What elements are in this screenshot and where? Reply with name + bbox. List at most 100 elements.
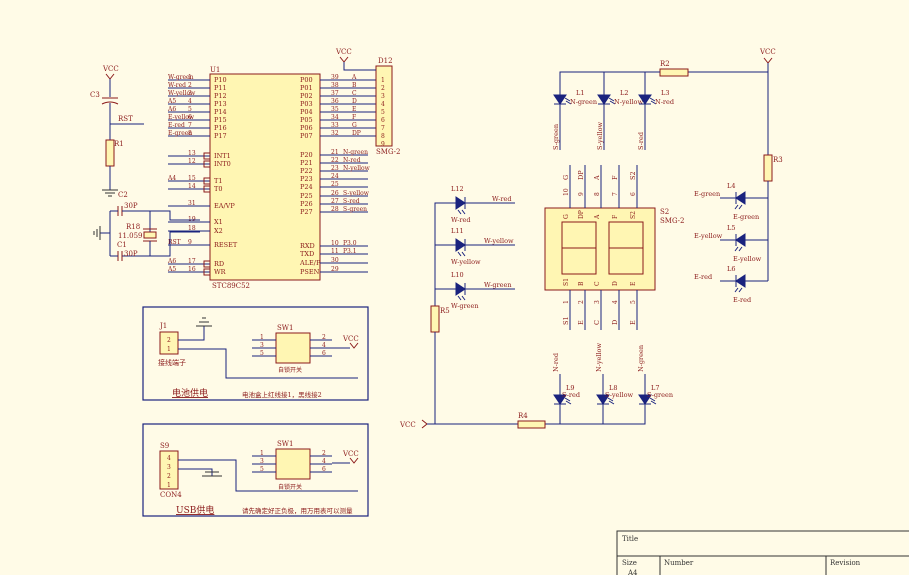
east-led-label: E-red — [733, 296, 751, 304]
mcu-right-pin-num: 26 — [331, 190, 339, 197]
d12-pin-num: 6 — [381, 117, 385, 124]
mcu-right-pin-name: TXD — [300, 250, 314, 258]
mcu-pin-box — [203, 177, 211, 185]
reset-vcc-label: VCC — [102, 65, 119, 73]
r2-ref: R2 — [660, 60, 670, 68]
west-led-net: W-yellow — [484, 237, 514, 245]
mcu-left-pin-num: 3 — [188, 90, 192, 97]
display-top-pin-num: 9 — [578, 192, 585, 196]
mcu-right-pin-num: 23 — [331, 165, 339, 172]
switch-pin-right: 4 — [322, 458, 326, 465]
display-bot-inner: S1 — [563, 278, 570, 286]
display-top-pin-net: S2 — [629, 171, 637, 180]
mcu-right-pin-net: S-green — [343, 206, 367, 213]
mcu-pin-box — [203, 260, 211, 268]
mcu-right-pin-num: 10 — [331, 240, 339, 247]
mcu-left-pin-net: A4 — [167, 175, 176, 182]
mcu-left-pin-name: P10 — [214, 76, 227, 84]
led-triangle — [596, 394, 610, 405]
mcu-left-pin-num: 4 — [188, 98, 192, 105]
mcu-left-pin-net: A6 — [167, 258, 176, 265]
north-led-ref: L3 — [661, 89, 669, 97]
display-s2: S2 SMG-2 10GG9DPDP8AA7FF6S2S21S1S12EB3CC… — [544, 165, 685, 330]
title-label: Title — [622, 535, 638, 543]
south-led-label: S-red — [562, 391, 580, 399]
mcu-right-pin-name: P01 — [300, 84, 313, 92]
mcu-left-pin-num: 17 — [188, 258, 196, 265]
xtal-body — [143, 231, 157, 239]
north-led-net: S-red — [637, 132, 645, 150]
d12-pin-num: 7 — [381, 125, 385, 132]
j1-label: 接线端子 — [158, 358, 186, 367]
reset-vcc-arrow — [105, 73, 115, 80]
display-bot-pin-net: E — [629, 320, 637, 325]
led-rays — [649, 397, 657, 405]
west-led-label: W-green — [451, 302, 479, 310]
switch-pin-left: 5 — [260, 466, 264, 473]
sw1-body-a — [275, 332, 311, 364]
mcu-left-pin-name: X1 — [214, 218, 223, 226]
mcu-right-pin-name: P00 — [300, 76, 313, 84]
mcu-right-pin-num: 25 — [331, 181, 339, 188]
mcu-right-pin-num: 22 — [331, 157, 339, 164]
mcu-left-pin-name: RESET — [214, 241, 238, 249]
display-top-pin-num: 6 — [630, 192, 637, 196]
led-rays — [564, 97, 572, 105]
switch-pin-right: 6 — [322, 466, 326, 473]
mcu-pin-box — [203, 160, 211, 168]
mcu-right-pin-num: 29 — [331, 266, 339, 273]
mcu-right-pin-num: 28 — [331, 206, 339, 213]
mcu-right-pin-num: 38 — [331, 82, 339, 89]
south-leds: N-redL9S-redN-yellowL8S-yellowN-greenL7S… — [399, 343, 673, 429]
mcu-right-pin-num: 33 — [331, 122, 339, 129]
mcu-right-pin-name: P26 — [300, 200, 313, 208]
d12-pin-num: 1 — [381, 77, 385, 84]
display-top-pin-num: 10 — [563, 188, 570, 196]
battery-vcc-label: VCC — [342, 335, 359, 343]
north-led-net: S-yellow — [596, 122, 604, 150]
display-top-inner: A — [594, 214, 601, 220]
display-top-pin-net: DP — [577, 170, 585, 180]
revision-label: Revision — [830, 559, 861, 567]
north-led-label: N-red — [655, 98, 674, 106]
led-triangle — [638, 394, 652, 405]
r5-ref: R5 — [440, 307, 450, 315]
east-led-net: E-red — [694, 273, 712, 281]
mcu-left-pin-net: E-yellow — [168, 114, 195, 121]
mcu-right-pin-net: P3.1 — [343, 248, 357, 255]
display-ref: S2 — [660, 208, 669, 216]
south-led-ref: L7 — [651, 384, 659, 392]
mcu-right-pin-num: 30 — [331, 257, 339, 264]
mcu-pin-box — [203, 268, 211, 276]
sw1-body-b — [275, 448, 311, 480]
east-led-net: E-green — [694, 190, 720, 198]
switch-pin-left: 5 — [260, 350, 264, 357]
mcu-right-pin-net: DP — [352, 130, 361, 137]
mcu-pin-box — [203, 185, 211, 193]
north-led-label: N-yellow — [614, 98, 643, 106]
mcu-right-pin-net: N-yellow — [343, 165, 371, 172]
mcu-left-pin-name: WR — [214, 268, 227, 276]
d12-vcc-label: VCC — [335, 48, 352, 56]
mcu-right-pin-num: 34 — [331, 114, 339, 121]
mcu-left-pin-num: 15 — [188, 175, 196, 182]
display-top-inner: F — [612, 215, 619, 219]
mcu-left-pin-name: P12 — [214, 92, 227, 100]
usb-vcc-label: VCC — [342, 450, 359, 458]
mcu-right-pin-net: C — [352, 90, 357, 97]
switch-pin-left: 3 — [260, 342, 264, 349]
mcu-right-pin-name: P23 — [300, 175, 313, 183]
north-led-ref: L1 — [576, 89, 584, 97]
led-triangle — [597, 94, 611, 105]
east-leds: R3 L4E-greenE-greenL5E-yellowE-yellowL6E… — [694, 72, 783, 304]
title-block: Title Size A4 Number Revision — [616, 530, 909, 575]
d12-pin-num: 3 — [381, 93, 385, 100]
mcu-left-pin-num: 8 — [188, 130, 192, 137]
south-led-net: N-yellow — [595, 343, 603, 372]
mcu-right-pin-net: A — [351, 74, 357, 81]
